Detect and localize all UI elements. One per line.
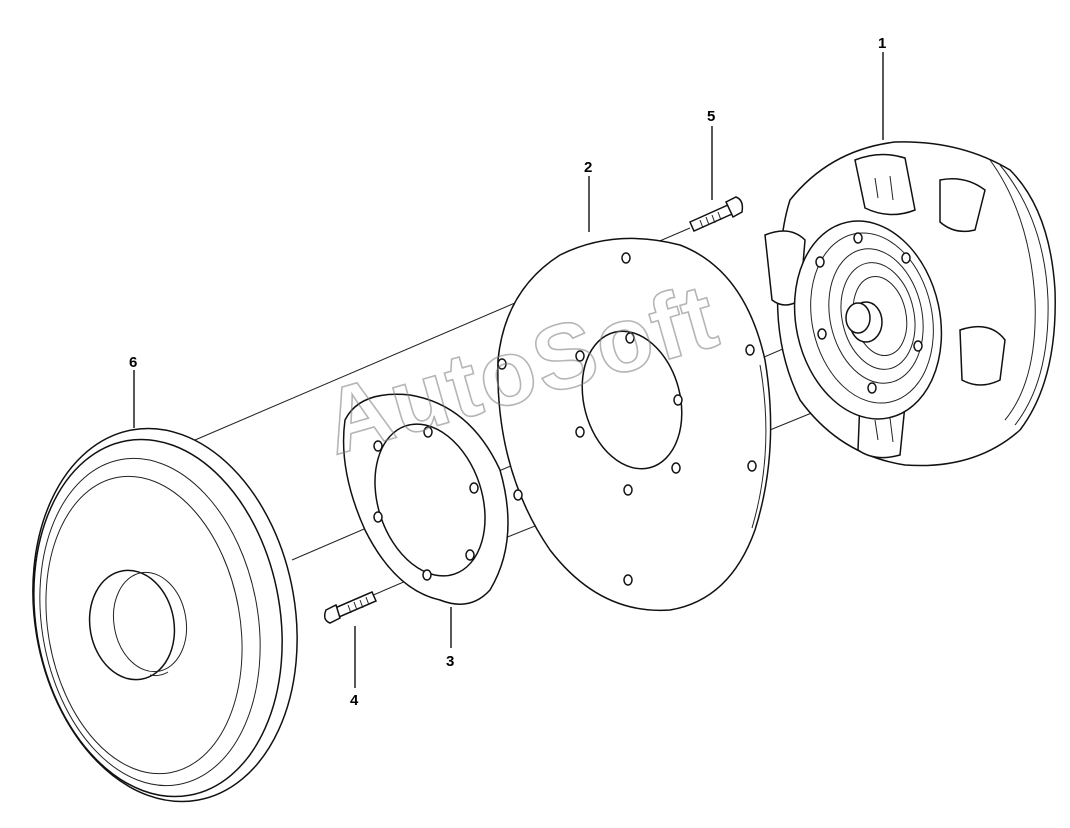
part-1-torque-converter — [764, 141, 1056, 467]
part-2-flex-plate — [497, 237, 772, 612]
plate-bolt-holes — [497, 252, 757, 586]
part-3-adapter-ring — [342, 393, 509, 605]
callout-2: 2 — [584, 159, 592, 176]
part-4-bolt — [323, 591, 377, 624]
callout-6: 6 — [129, 354, 137, 371]
part-6-flywheel — [32, 427, 298, 803]
leader-lines — [133, 52, 884, 688]
callout-3: 3 — [446, 653, 454, 670]
converter-bolt-holes — [815, 232, 923, 394]
ring-bolt-holes — [373, 426, 479, 581]
callout-5: 5 — [707, 108, 715, 125]
callout-4: 4 — [350, 692, 359, 709]
callout-1: 1 — [878, 35, 886, 52]
part-5-bolt — [689, 196, 744, 232]
callouts: 1 2 3 4 5 6 — [129, 35, 886, 709]
